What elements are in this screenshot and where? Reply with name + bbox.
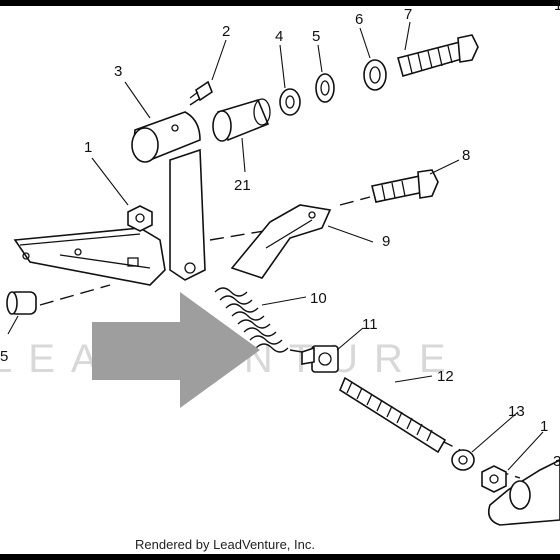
callout-3: 3 — [114, 63, 122, 80]
pointer-arrow — [92, 292, 260, 408]
callout-1: 1 — [84, 139, 92, 156]
callout-4: 4 — [275, 28, 283, 45]
bushing-5-part — [6, 291, 37, 315]
bolt-8-part — [371, 169, 439, 203]
axis-line-lower — [39, 284, 111, 306]
callout-6: 6 — [355, 11, 363, 28]
callout-3b: 3 — [553, 453, 560, 470]
washer-13-part — [451, 449, 475, 471]
washer-4-part — [279, 88, 301, 116]
bolt-7-part — [397, 34, 479, 77]
threaded-rod-12-part — [339, 376, 447, 454]
callout-11: 11 — [362, 316, 378, 333]
callout-13: 13 — [508, 403, 525, 420]
top-border — [0, 0, 560, 6]
pivot-arm-part — [131, 111, 206, 281]
callout-5: 5 — [312, 28, 320, 45]
leader-lines — [7, 21, 544, 471]
callout-1c: 1 — [540, 418, 548, 435]
washer-6-part — [363, 59, 387, 91]
render-credit: Rendered by LeadVenture, Inc. — [135, 537, 315, 552]
callout-8: 8 — [462, 147, 470, 164]
spring-10-part — [214, 287, 289, 353]
callout-9: 9 — [382, 233, 390, 250]
nut-1b-part — [481, 465, 507, 493]
adjuster-11-part — [301, 345, 339, 373]
axis-line-upper — [189, 94, 206, 106]
nut-1-part — [127, 205, 153, 232]
callout-5b: 5 — [0, 348, 8, 365]
callout-2: 2 — [222, 23, 230, 40]
callout-10: 10 — [310, 290, 327, 307]
lock-washer-5-part — [315, 73, 335, 103]
grease-fitting-part — [189, 80, 213, 102]
callout-7: 7 — [404, 6, 412, 23]
callout-1b: 1 — [554, 0, 560, 14]
sleeve-21-part — [212, 98, 271, 142]
bracket-9-part — [230, 204, 332, 279]
bracket-plate-part — [13, 227, 166, 286]
bottom-border — [0, 554, 560, 560]
lever-3-part — [487, 459, 560, 526]
callout-12: 12 — [437, 368, 454, 385]
callout-21: 21 — [234, 177, 251, 194]
